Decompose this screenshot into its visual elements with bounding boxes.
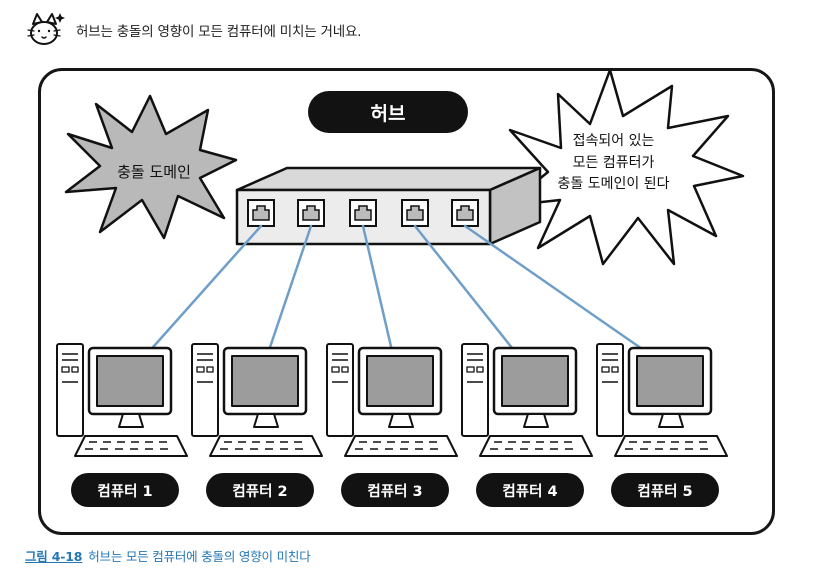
computer-1-label: 컴퓨터 1 <box>71 473 179 507</box>
connection-lines <box>136 224 660 370</box>
computer-3-label: 컴퓨터 3 <box>341 473 449 507</box>
figure-caption: 그림 4-18 허브는 모든 컴퓨터에 충돌의 영향이 미친다 <box>25 546 311 565</box>
cat-icon <box>27 13 65 45</box>
computer-5 <box>595 342 729 458</box>
computer-2-label: 컴퓨터 2 <box>206 473 314 507</box>
collision-domain-label: 충돌 도메인 <box>117 163 191 181</box>
collision-domain-starburst <box>64 94 238 240</box>
hub-device <box>235 166 542 246</box>
diagram-scene <box>55 68 745 458</box>
callout-text: 접속되어 있는 모든 컴퓨터가 충돌 도메인이 된다 <box>557 133 670 193</box>
diagram-box: 허브 충돌 도메인 접속되어 있는 모든 컴퓨터가 충돌 도메인이 된다 컴퓨터… <box>38 68 775 535</box>
figure-number-link[interactable]: 그림 4-18 <box>25 549 83 564</box>
speech-text: 허브는 충돌의 영향이 모든 컴퓨터에 미치는 거네요. <box>76 24 362 40</box>
hub-label: 허브 <box>308 91 468 133</box>
computer-4-label: 컴퓨터 4 <box>476 473 584 507</box>
computer-2 <box>190 342 324 458</box>
computer-5-label: 컴퓨터 5 <box>611 473 719 507</box>
sparkle-icon <box>55 13 65 23</box>
computer-3 <box>325 342 459 458</box>
computer-4 <box>460 342 594 458</box>
computer-1 <box>55 342 189 458</box>
speech-row: 허브는 충돌의 영향이 모든 컴퓨터에 미치는 거네요. <box>24 10 361 50</box>
figure-caption-text: 허브는 모든 컴퓨터에 충돌의 영향이 미친다 <box>88 549 311 564</box>
callout-starburst <box>504 68 745 266</box>
